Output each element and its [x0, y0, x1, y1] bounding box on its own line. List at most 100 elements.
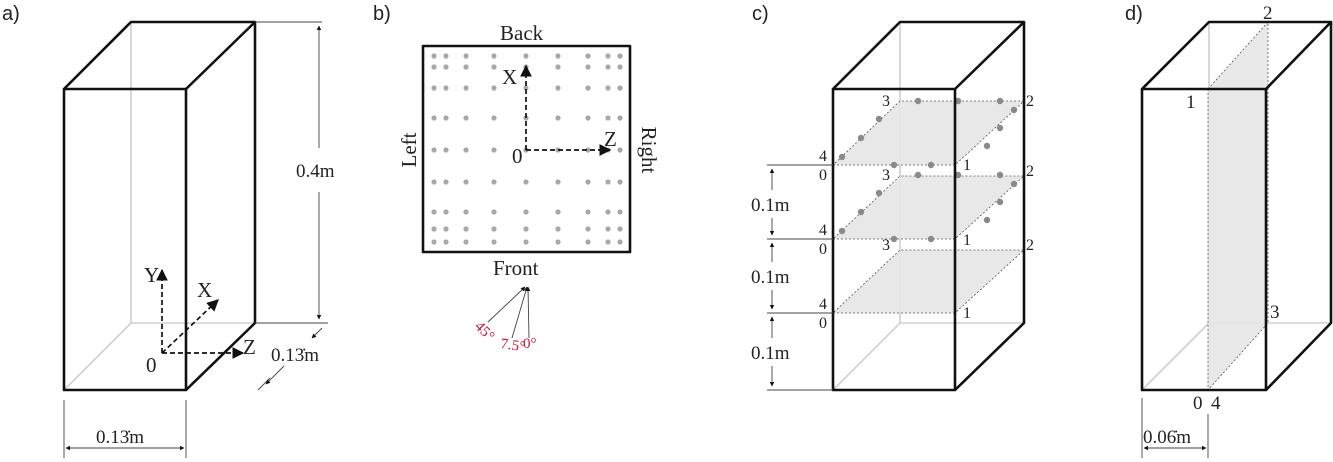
plane-top-c2: 2	[1026, 93, 1034, 110]
probe-dot	[491, 85, 497, 91]
angle-45-label: 45°	[471, 319, 497, 345]
vertical-plane-c0: 0	[1193, 393, 1203, 414]
axis-z-label-a: Z	[243, 335, 256, 359]
box-a-visible-edges	[62, 20, 257, 392]
probe-dot	[463, 239, 469, 245]
plane-middle-c4: 4	[819, 222, 827, 239]
probe-dot	[443, 209, 449, 215]
plane-middle-c2: 2	[1026, 163, 1034, 180]
dimension-a-depth: 0.13̇m	[257, 327, 323, 391]
probe-dot	[585, 209, 591, 215]
panel-a-tag: a)	[2, 3, 20, 25]
probe-dot	[443, 53, 449, 59]
probe-dot	[431, 115, 437, 121]
probe-dot	[463, 64, 469, 70]
probe-dot	[605, 209, 611, 215]
plane-probe-dot	[954, 97, 962, 105]
probe-dot	[431, 85, 437, 91]
plane-probe-dot	[983, 142, 991, 150]
probe-grid	[431, 53, 623, 245]
origin-label-b: 0	[512, 144, 523, 168]
plane-probe-points	[838, 97, 1018, 243]
panel-b: b) X Z 0 Back Front Left Right 45° 7.5° …	[373, 3, 661, 355]
probe-dot	[555, 115, 561, 121]
probe-dot	[617, 147, 623, 153]
plane-probe-dot	[838, 153, 846, 161]
probe-dot	[431, 226, 437, 232]
probe-dot	[463, 115, 469, 121]
front-side-label: Front	[493, 256, 539, 280]
plane-top-c0: 0	[819, 167, 827, 184]
probe-dot	[491, 115, 497, 121]
box-d-visible-edges	[1140, 20, 1333, 392]
plane-probe-dot	[875, 189, 883, 197]
plane-probe-dot	[996, 97, 1004, 105]
origin-label-a: 0	[146, 353, 157, 377]
probe-dot	[463, 179, 469, 185]
axes-a: Y X Z 0	[144, 263, 256, 377]
plane-top	[832, 100, 1026, 166]
plane-bottom-c0: 0	[819, 315, 827, 332]
plane-probe-dot	[1010, 180, 1018, 188]
probe-dot	[523, 179, 529, 185]
probe-dot	[491, 53, 497, 59]
probe-dot	[617, 239, 623, 245]
plane-middle-c3: 3	[882, 167, 890, 184]
axis-x-label-b: X	[502, 65, 517, 89]
probe-dot	[555, 179, 561, 185]
probe-dot	[463, 226, 469, 232]
vertical-plane-c4: 4	[1211, 393, 1221, 414]
panel-c: c) 4 0 1 2 3 4 0 1 2 3	[751, 3, 1034, 392]
measurement-planes	[831, 97, 1026, 314]
top-view-square	[421, 44, 632, 254]
probe-dot	[617, 115, 623, 121]
probe-dot	[463, 85, 469, 91]
probe-dot	[585, 53, 591, 59]
vertical-plane-corner-labels: 1 2 3 0 4	[1186, 3, 1280, 414]
probe-dot	[555, 53, 561, 59]
height-dimension-label: 0.4m	[296, 161, 335, 182]
probe-dot	[585, 147, 591, 153]
probe-dot	[431, 209, 437, 215]
plane-top-c1: 1	[963, 157, 971, 174]
axis-z-label-b: Z	[604, 127, 617, 151]
probe-dot	[585, 226, 591, 232]
plane-probe-dot	[954, 171, 962, 179]
plane-probe-dot	[983, 216, 991, 224]
probe-dot	[431, 179, 437, 185]
plane-probe-dot	[857, 208, 865, 216]
probe-dot	[555, 85, 561, 91]
plane-middle	[831, 175, 1026, 240]
plane-bottom	[831, 249, 1026, 314]
right-side-label: Right	[637, 127, 661, 174]
probe-dot	[585, 239, 591, 245]
probe-dot	[617, 85, 623, 91]
depth-dimension-label: 0.13̇m	[271, 345, 319, 366]
probe-dot	[555, 209, 561, 215]
axis-x-label-a: X	[197, 278, 212, 302]
plane-bottom-c4: 4	[819, 296, 827, 313]
width-dimension-label: 0.13̇m	[96, 427, 144, 448]
probe-dot	[523, 209, 529, 215]
plane-probe-dot	[1010, 106, 1018, 114]
box-a-hidden-edges	[63, 22, 255, 391]
back-side-label: Back	[500, 21, 544, 45]
probe-dot	[523, 53, 529, 59]
probe-dot	[585, 64, 591, 70]
panel-b-tag: b)	[373, 3, 391, 25]
plane-probe-dot	[996, 198, 1004, 206]
plane-corner-labels: 4 0 1 2 3 4 0 1 2 3 4 0 1 2 3	[819, 93, 1034, 332]
probe-dot	[463, 147, 469, 153]
probe-dot	[431, 53, 437, 59]
probe-dot	[605, 226, 611, 232]
probe-dot	[491, 179, 497, 185]
probe-dot	[491, 239, 497, 245]
probe-dot	[443, 179, 449, 185]
probe-dot	[585, 179, 591, 185]
vertical-plane-c3: 3	[1270, 302, 1280, 323]
plane-middle-c0: 0	[819, 241, 827, 258]
probe-dot	[605, 53, 611, 59]
probe-dot	[491, 226, 497, 232]
probe-dot	[443, 226, 449, 232]
